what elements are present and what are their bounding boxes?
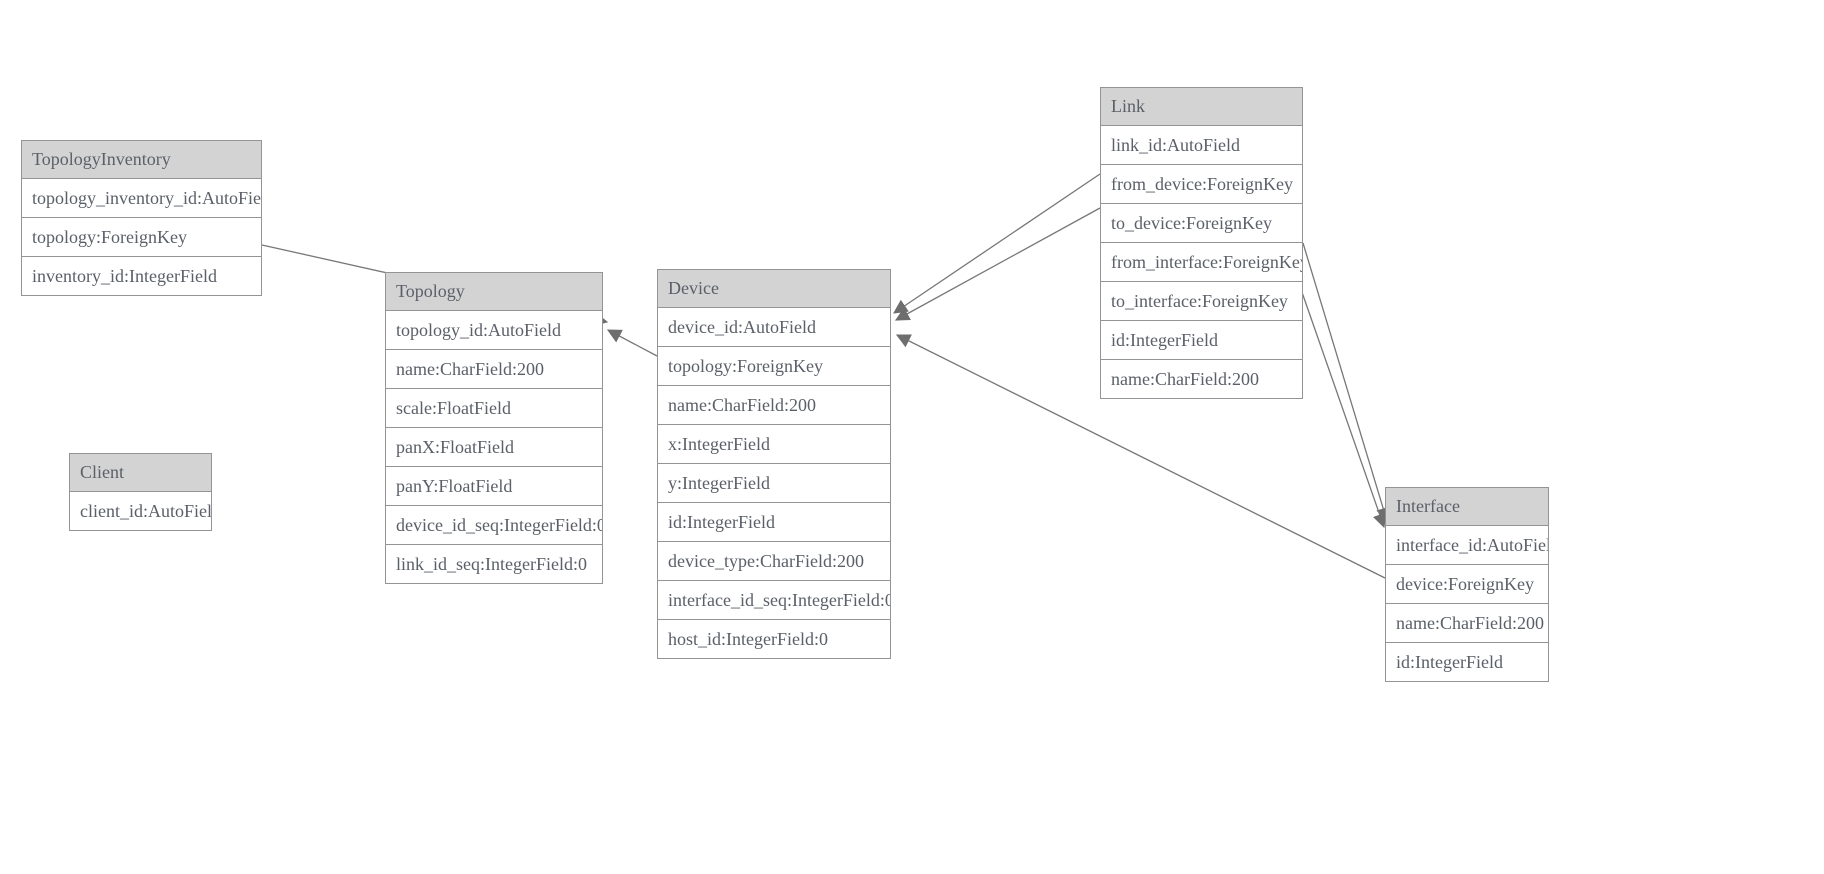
entity-field-row[interactable]: to_interface:ForeignKey [1101,282,1302,321]
entity-field-row[interactable]: host_id:IntegerField:0 [658,620,890,658]
entity-interface[interactable]: Interface interface_id:AutoField device:… [1385,487,1549,682]
entity-link[interactable]: Link link_id:AutoField from_device:Forei… [1100,87,1303,399]
relationship-link-to-device [894,207,1101,321]
entity-field-row[interactable]: interface_id_seq:IntegerField:0 [658,581,890,620]
entity-topology[interactable]: Topology topology_id:AutoField name:Char… [385,272,603,584]
entity-field-row[interactable]: inventory_id:IntegerField [22,257,261,295]
entity-field-row[interactable]: topology:ForeignKey [658,347,890,386]
entity-field-row[interactable]: name:CharField:200 [658,386,890,425]
entity-field-row[interactable]: scale:FloatField [386,389,602,428]
entity-field-row[interactable]: x:IntegerField [658,425,890,464]
entity-title: Link [1101,88,1302,126]
entity-title: Device [658,270,890,308]
entity-field-row[interactable]: client_id:AutoField [70,492,211,530]
entity-field-row[interactable]: link_id:AutoField [1101,126,1302,165]
entity-field-row[interactable]: topology_inventory_id:AutoField [22,179,261,218]
entity-field-row[interactable]: to_device:ForeignKey [1101,204,1302,243]
entity-title: Topology [386,273,602,311]
entity-title: Interface [1386,488,1548,526]
entity-field-row[interactable]: device_type:CharField:200 [658,542,890,581]
entity-field-row[interactable]: from_device:ForeignKey [1101,165,1302,204]
relationship-device-topology [606,329,658,357]
entity-field-row[interactable]: device_id:AutoField [658,308,890,347]
entity-title: TopologyInventory [22,141,261,179]
entity-field-row[interactable]: topology_id:AutoField [386,311,602,350]
entity-field-row[interactable]: interface_id:AutoField [1386,526,1548,565]
relationship-link-from-interface [1302,242,1391,523]
entity-field-row[interactable]: id:IntegerField [1101,321,1302,360]
entity-field-row[interactable]: name:CharField:200 [1386,604,1548,643]
entity-field-row[interactable]: device:ForeignKey [1386,565,1548,604]
entity-field-row[interactable]: from_interface:ForeignKey [1101,243,1302,282]
entity-client[interactable]: Client client_id:AutoField [69,453,212,531]
relationship-link-to-interface [1296,277,1387,529]
entity-field-row[interactable]: panX:FloatField [386,428,602,467]
entity-field-row[interactable]: name:CharField:200 [1101,360,1302,398]
entity-field-row[interactable]: topology:ForeignKey [22,218,261,257]
entity-field-row[interactable]: device_id_seq:IntegerField:0 [386,506,602,545]
entity-field-row[interactable]: panY:FloatField [386,467,602,506]
relationship-link-from-device [893,173,1101,314]
entity-field-row[interactable]: link_id_seq:IntegerField:0 [386,545,602,583]
entity-field-row[interactable]: y:IntegerField [658,464,890,503]
entity-title: Client [70,454,211,492]
entity-field-row[interactable]: name:CharField:200 [386,350,602,389]
entity-topology-inventory[interactable]: TopologyInventory topology_inventory_id:… [21,140,262,296]
entity-device[interactable]: Device device_id:AutoField topology:Fore… [657,269,891,659]
entity-field-row[interactable]: id:IntegerField [658,503,890,542]
entity-field-row[interactable]: id:IntegerField [1386,643,1548,681]
